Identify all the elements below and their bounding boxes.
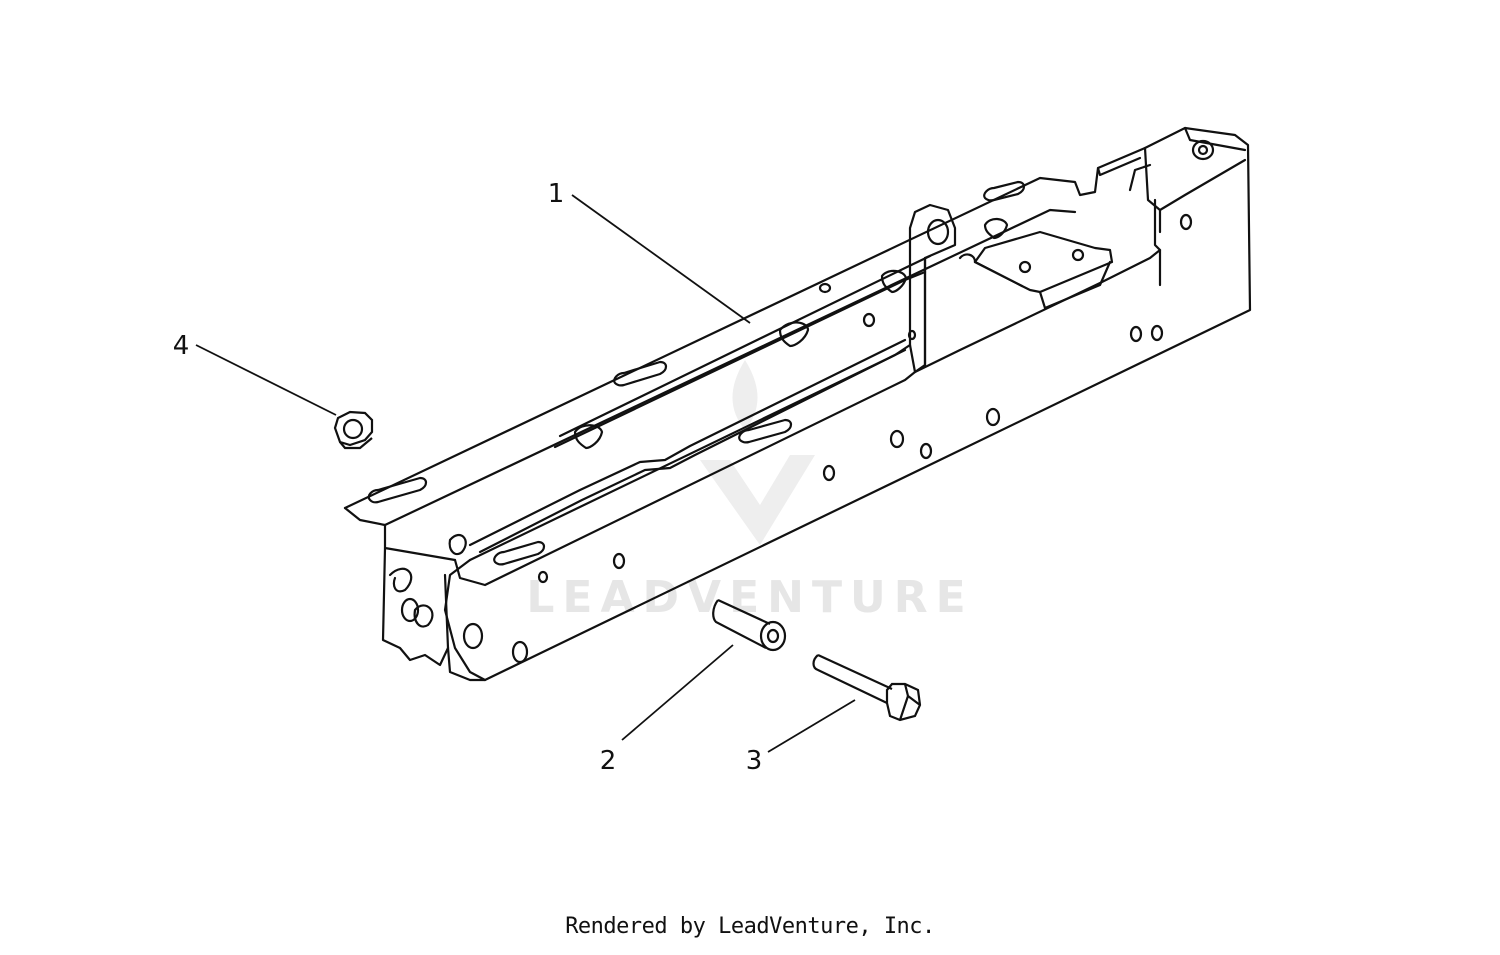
watermark-logo: LEADVENTURE — [526, 360, 973, 623]
callout-1[interactable]: 1 — [548, 179, 565, 209]
render-credit: Rendered by LeadVenture, Inc. — [565, 914, 935, 939]
callout-3[interactable]: 3 — [746, 746, 763, 776]
leader-line-1 — [571, 194, 751, 324]
frame-rail[interactable] — [343, 126, 1252, 682]
watermark-text: LEADVENTURE — [526, 572, 973, 623]
leader-line-4 — [195, 344, 337, 416]
hex-bolt[interactable] — [812, 654, 922, 722]
callout-2[interactable]: 2 — [600, 746, 617, 776]
flange-nut[interactable] — [333, 410, 374, 450]
callout-4[interactable]: 4 — [173, 331, 190, 361]
leader-line-3 — [767, 699, 856, 753]
spacer-tube[interactable] — [712, 599, 787, 652]
leader-lines — [195, 194, 856, 753]
leader-line-2 — [621, 644, 734, 741]
